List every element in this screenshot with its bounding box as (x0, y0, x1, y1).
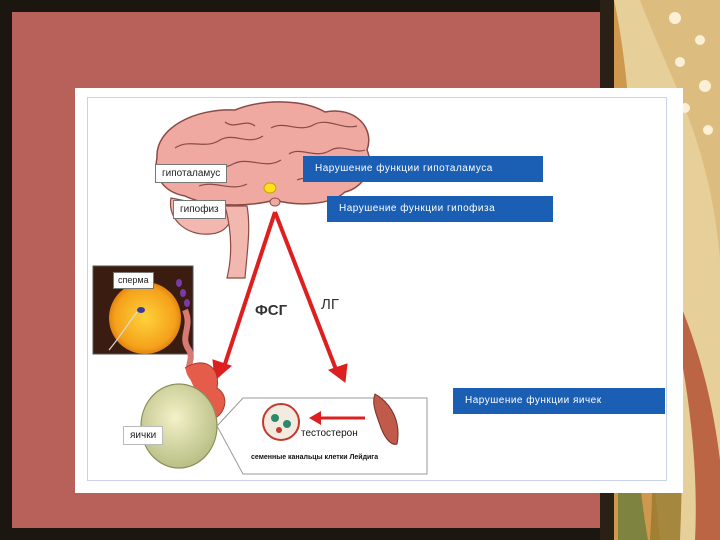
slide-top-border (0, 0, 720, 12)
pituitary-label: гипофиз (173, 200, 226, 219)
slide-left-border (0, 0, 12, 540)
hypothalamus-label: гипоталамус (155, 164, 228, 183)
tubules-leydig-caption: семенные канальцы клетки Лейдига (251, 454, 379, 461)
diagram-frame (87, 97, 667, 481)
diagram-card: Нарушение функции гипоталамуса Нарушение… (75, 88, 683, 493)
testes-label: яички (123, 426, 164, 445)
testis-illustration (140, 362, 226, 469)
hypothalamus-disorder-banner: Нарушение функции гипоталамуса (303, 156, 543, 182)
slide-bottom-border (0, 528, 720, 540)
testosterone-label: тестостерон (301, 428, 358, 439)
sperm-label: сперма (113, 272, 154, 289)
pituitary-disorder-banner: Нарушение функции гипофиза (327, 196, 553, 222)
testes-disorder-banner: Нарушение функции яичек (453, 388, 665, 414)
hormone-arrows (212, 211, 348, 383)
lh-label: ЛГ (321, 296, 339, 313)
testis-detail-callout (216, 393, 428, 475)
fsh-label: ФСГ (255, 302, 288, 319)
diagram-illustration (92, 101, 428, 475)
